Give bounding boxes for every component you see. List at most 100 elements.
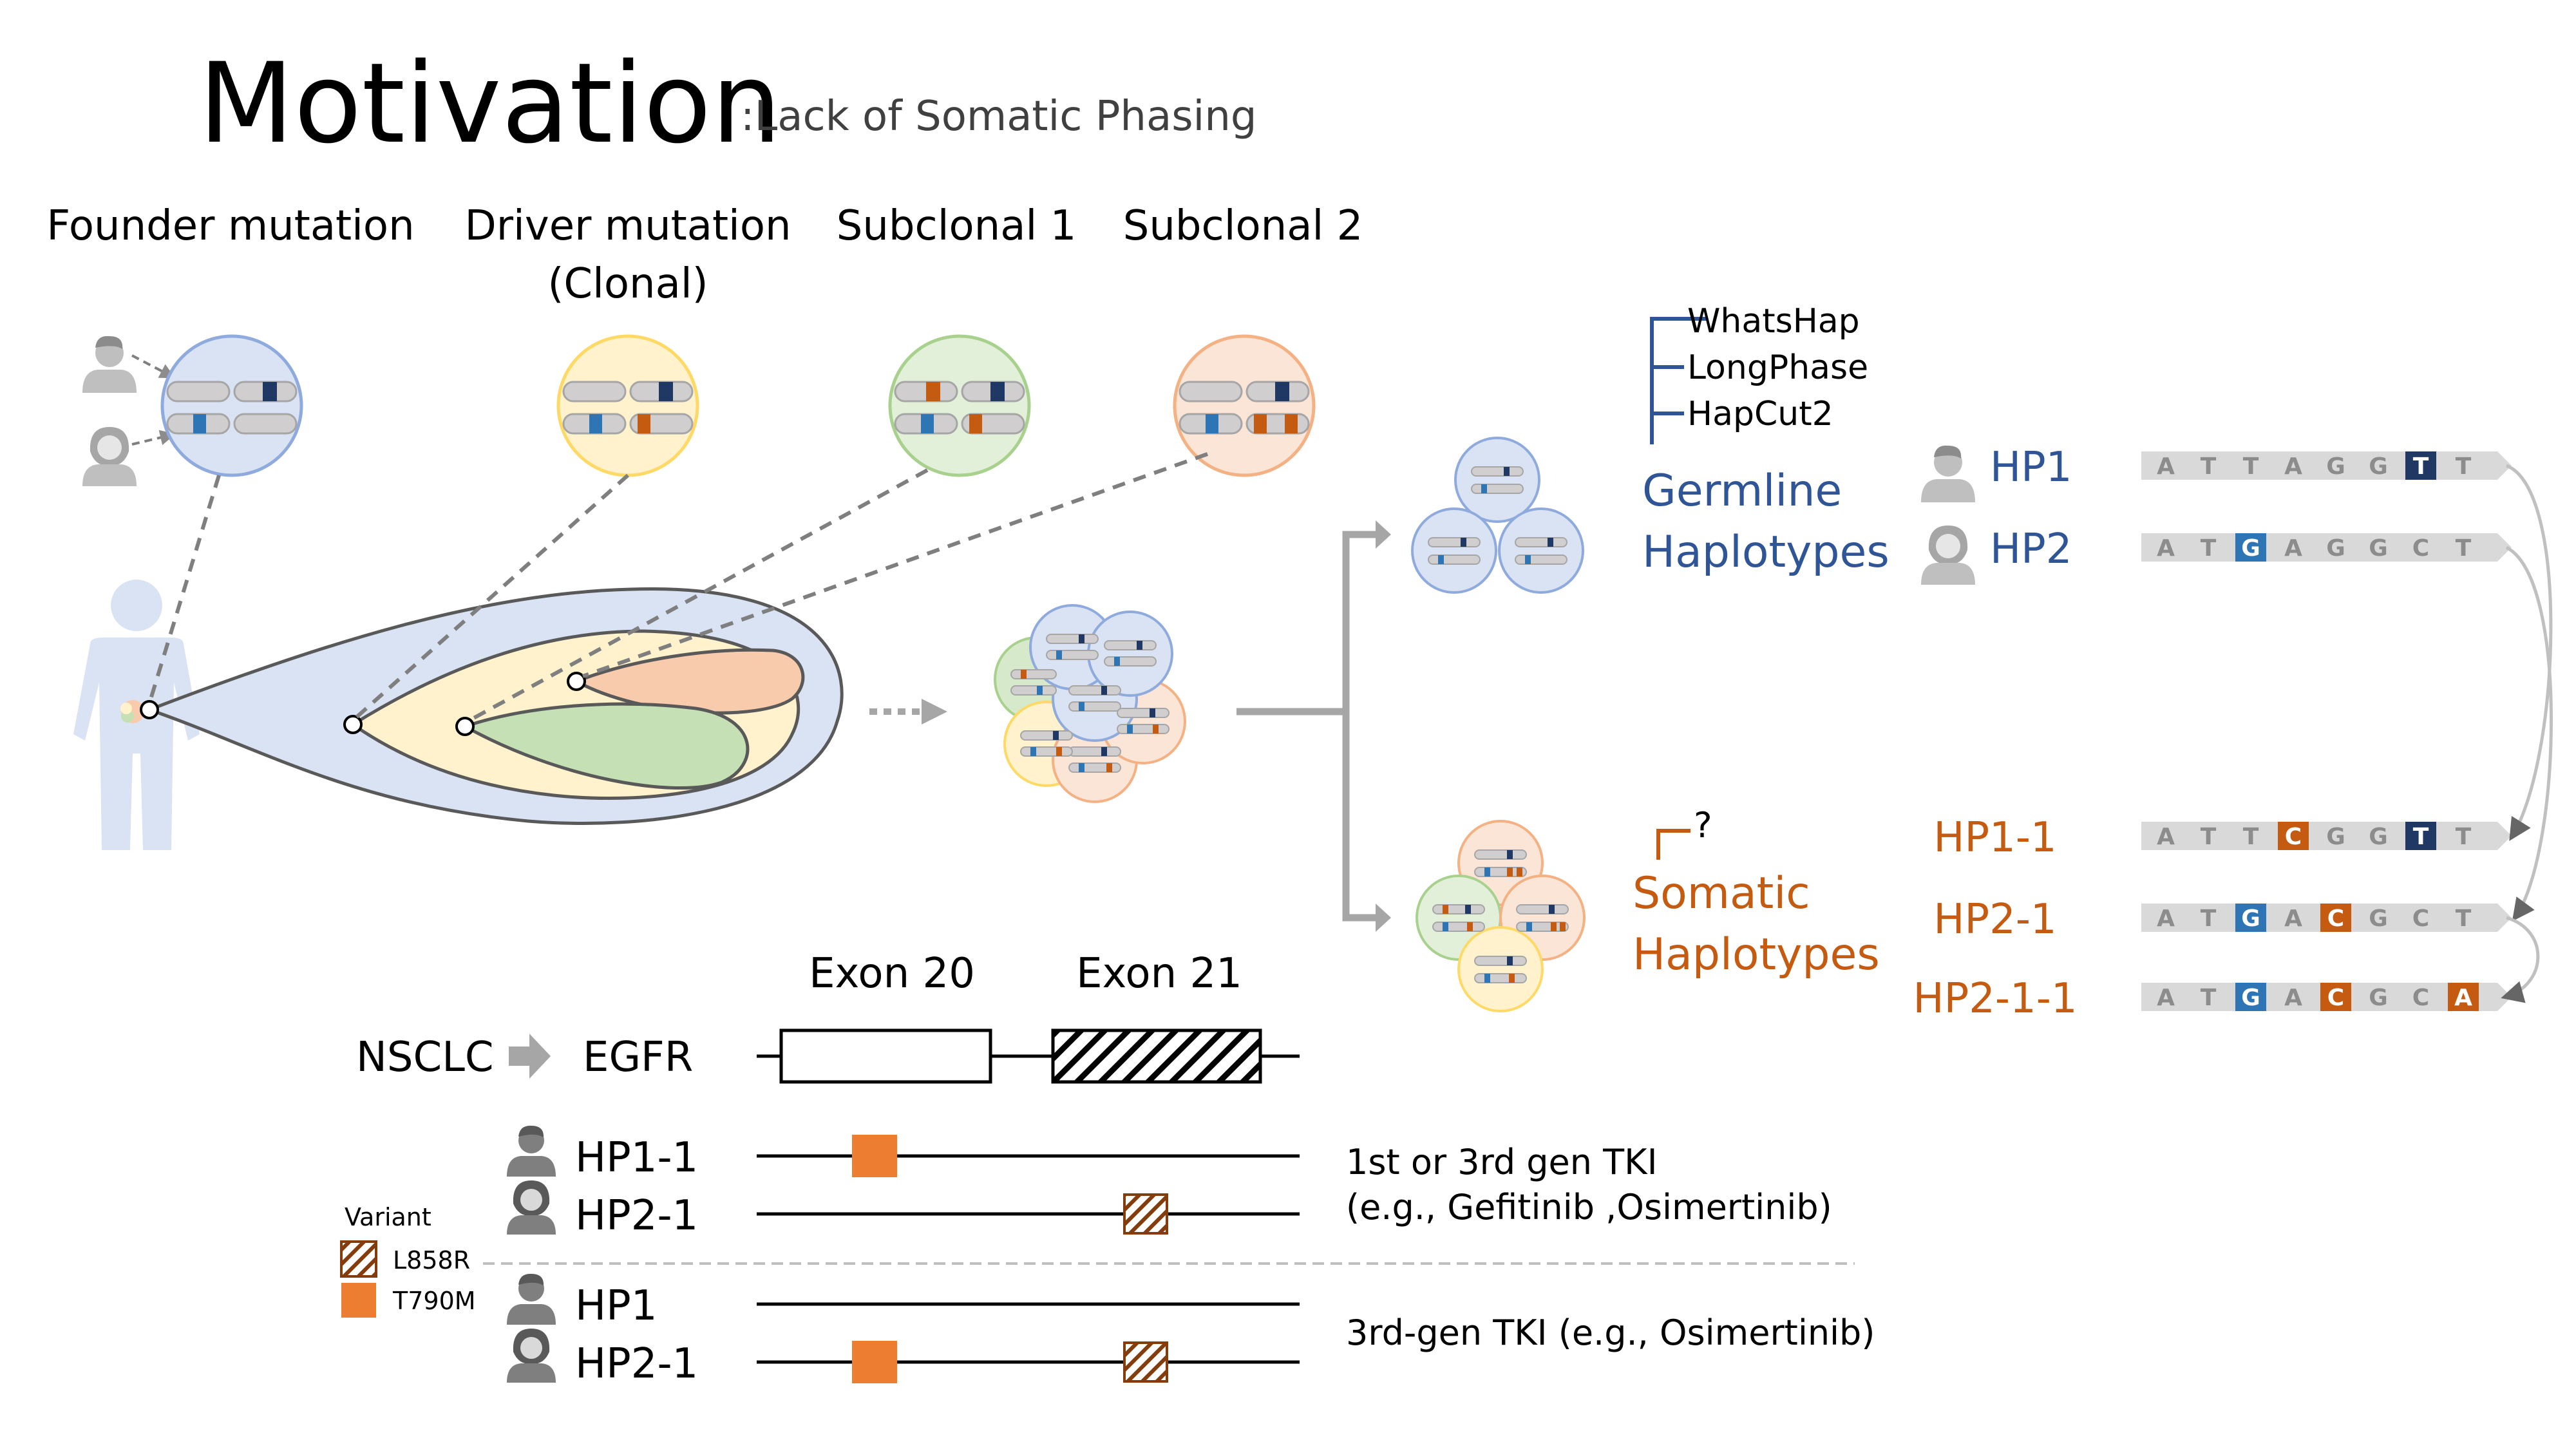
sequence-base: G (2241, 985, 2260, 1011)
legend-t790m-label: T790M (392, 1287, 476, 1315)
sequence-base: T (2243, 453, 2259, 480)
sequence-base: C (2412, 905, 2429, 932)
track-label: HP1-1 (575, 1134, 698, 1182)
legend-l858r-label: L858R (393, 1246, 470, 1274)
sequence-base: T (2201, 905, 2217, 932)
patient-body-icon (73, 580, 200, 850)
disease-label: NSCLC (356, 1034, 494, 1081)
tumor-evolution-shape (140, 587, 844, 825)
sequence-base: T (2201, 985, 2217, 1011)
sequence-base: G (2369, 905, 2388, 932)
stage-driver-sublabel: (Clonal) (547, 260, 708, 308)
sequence-base: G (2326, 453, 2345, 480)
sequence-base: T (2456, 453, 2472, 480)
haplotype-label: HP2 (1990, 526, 2072, 573)
subclonal1-cell (888, 334, 1031, 477)
highlighted-base (2235, 904, 2266, 932)
track-label: HP2-1 (575, 1192, 698, 1240)
germline-label: Germline (1642, 466, 1842, 516)
somatic-cell-cluster (1416, 820, 1586, 1012)
treatment-1-line2: (e.g., Gefitinib ,Osimertinib) (1346, 1187, 1832, 1227)
sequence-base: C (2412, 535, 2429, 562)
gene-arrow-icon (509, 1034, 551, 1079)
sequence-base: T (2456, 535, 2472, 562)
sequence-base: C (2285, 824, 2302, 850)
male-person-icon (507, 1273, 556, 1325)
sequence-base: A (2454, 985, 2472, 1011)
exon21-label: Exon 21 (1076, 950, 1242, 998)
sequence-base: A (2157, 535, 2175, 562)
variant-track: HP1-1 (507, 1125, 1300, 1182)
mixed-cell-cluster (994, 604, 1186, 803)
father-icon (82, 336, 137, 393)
sequence-base: T (2456, 824, 2472, 850)
driver-cell (556, 334, 699, 477)
phasing-tools: WhatsHap LongPhase HapCut2 (1650, 302, 1868, 444)
sequence-base: T (2201, 535, 2217, 562)
highlighted-base (2320, 983, 2351, 1011)
stage-subclonal2-label: Subclonal 2 (1123, 202, 1363, 250)
somatic-unknown-tool: ? (1694, 805, 1712, 846)
sequence-base: T (2456, 905, 2472, 932)
tool-whatshap: WhatsHap (1687, 302, 1860, 341)
germline-cell-cluster (1411, 437, 1584, 594)
mother-icon (82, 427, 137, 486)
stage-subclonal1-label: Subclonal 1 (837, 202, 1077, 250)
sequence-bar (2141, 533, 2512, 562)
page-title: Motivation (198, 39, 782, 168)
somatic-label: Somatic (1633, 868, 1810, 919)
gene-label: EGFR (583, 1034, 693, 1081)
sequence-base: G (2369, 453, 2388, 480)
tool-longphase: LongPhase (1687, 348, 1868, 387)
stage-founder-label: Founder mutation (46, 202, 414, 250)
egfr-gene-diagram: Exon 20 Exon 21 NSCLC EGFR (356, 950, 1300, 1084)
haplotype-label: HP1 (1990, 444, 2072, 491)
sequence-base: C (2327, 905, 2344, 932)
sequence-base: A (2157, 453, 2175, 480)
legend-title: Variant (345, 1203, 431, 1231)
derivation-arrows (2501, 464, 2553, 1003)
sequence-base: G (2326, 824, 2345, 850)
sequence-base: G (2369, 985, 2388, 1011)
sequence-base: A (2284, 985, 2302, 1011)
highlighted-base (2320, 904, 2351, 932)
haplotype-label: HP2-1 (1933, 896, 2056, 943)
highlighted-base (2405, 822, 2436, 850)
sequence-base: G (2326, 535, 2345, 562)
female-person-icon (507, 1180, 556, 1235)
sequence-base: C (2412, 985, 2429, 1011)
legend-l858r-swatch (340, 1240, 377, 1278)
highlighted-base (2278, 822, 2309, 850)
sequence-base: A (2157, 905, 2175, 932)
male-person-icon (507, 1125, 556, 1177)
sequence-base: T (2413, 453, 2429, 480)
somatic-sublabel: Haplotypes (1633, 929, 1880, 980)
variant-track: HP2-1 (507, 1329, 1300, 1388)
sequence-base: T (2413, 824, 2429, 850)
l858r-marker (1123, 1193, 1168, 1235)
page-subtitle: :Lack of Somatic Phasing (741, 93, 1257, 140)
branch-arrows (1236, 520, 1391, 932)
t790m-marker (852, 1135, 897, 1177)
exon20-box (779, 1028, 992, 1084)
highlighted-base (2235, 983, 2266, 1011)
tool-hapcut2: HapCut2 (1687, 395, 1833, 433)
highlighted-base (2405, 451, 2436, 480)
treatment-1-line1: 1st or 3rd gen TKI (1346, 1142, 1658, 1182)
sequence-base: C (2327, 985, 2344, 1011)
female-person-icon (507, 1329, 556, 1383)
sequence-base: G (2241, 535, 2260, 562)
highlighted-base (2448, 983, 2479, 1011)
variant-legend: Variant L858R T790M (340, 1203, 476, 1318)
sequence-base: A (2157, 824, 2175, 850)
sequence-base: A (2157, 985, 2175, 1011)
sequence-base: T (2243, 824, 2259, 850)
l858r-marker (1123, 1341, 1168, 1383)
